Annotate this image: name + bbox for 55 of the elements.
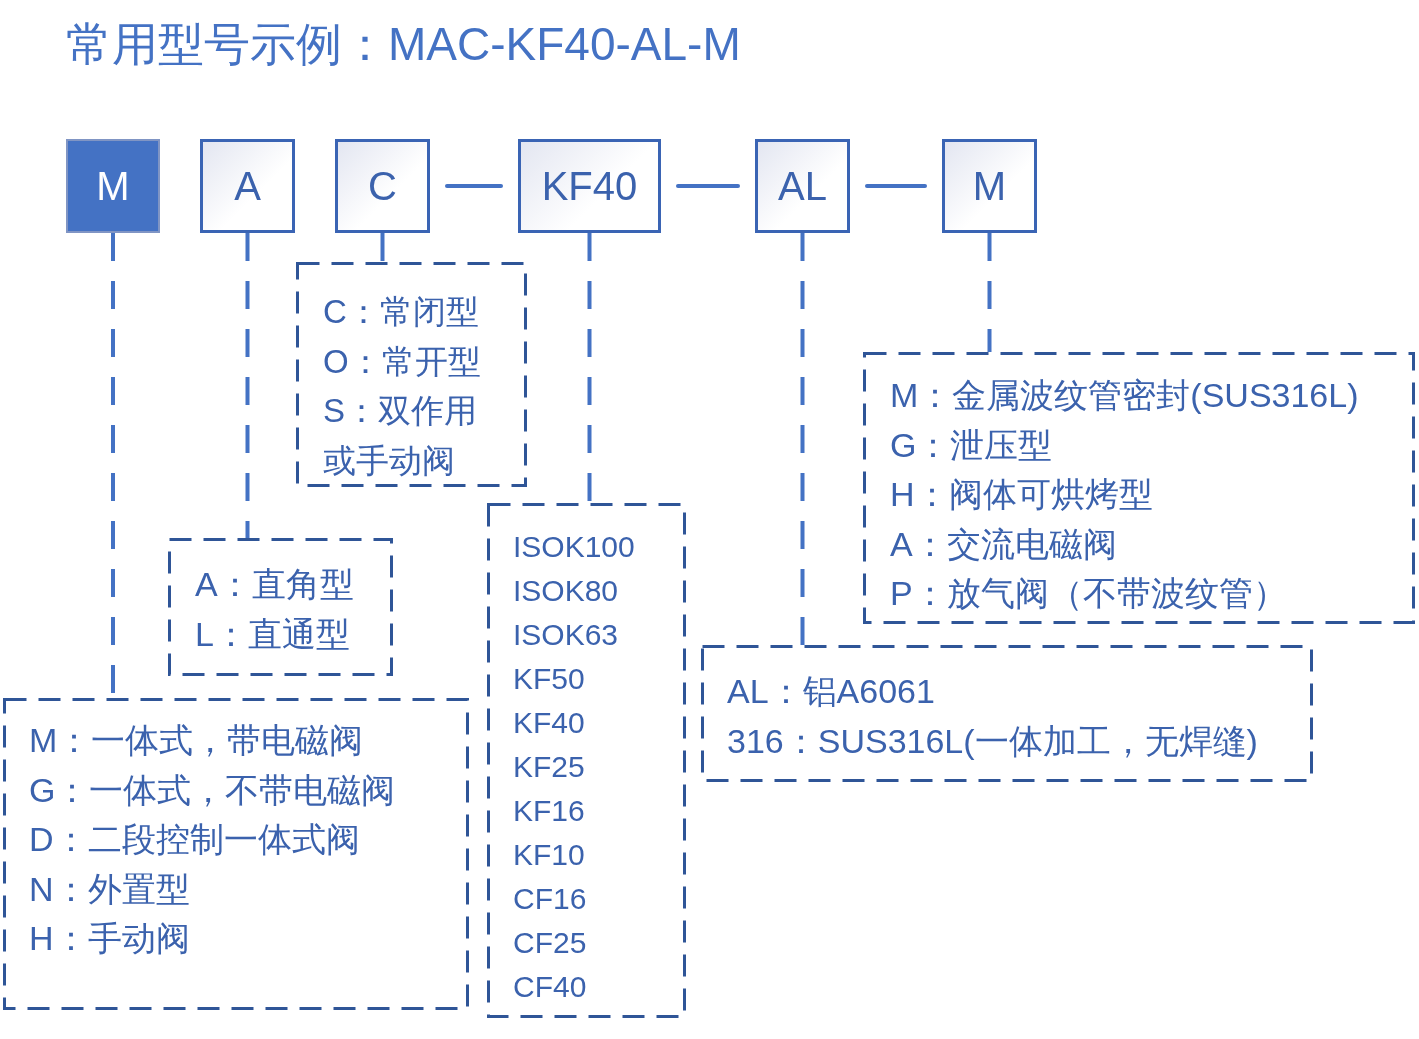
option-text: KF40 [513,705,585,741]
option-text: M：一体式，带电磁阀 [29,720,364,761]
option-text: 316：SUS316L(一体加工，无焊缝) [727,721,1258,762]
code-box [200,139,295,233]
leader-line [987,233,992,352]
option-text: AL：铝A6061 [727,671,935,712]
option-text: C：常闭型 [323,292,479,332]
option-text: S：双作用或手动阀 [323,391,478,481]
option-box [168,538,393,676]
code-text: M [972,163,1007,209]
option-text: H：阀体可烘烤型 [890,474,1153,515]
option-box [701,645,1313,782]
title: 常用型号示例：MAC-KF40-AL-M [66,17,741,72]
option-text: KF25 [513,749,585,785]
connector-line [865,184,927,188]
option-text: ISOK63 [513,617,619,653]
option-text: KF16 [513,793,585,829]
code-box [518,139,661,233]
connector-line [676,184,740,188]
option-text: ISOK80 [513,573,619,609]
code-text: A [234,163,261,209]
code-box [335,139,430,233]
option-box [863,352,1415,624]
code-text: M [96,163,130,209]
code-box [66,139,160,233]
option-text: G：泄压型 [890,424,1053,466]
option-text: CF16 [513,881,587,917]
code-text: KF40 [541,163,638,209]
option-text: A：交流电磁阀 [890,523,1117,565]
option-text: D：二段控制一体式阀 [29,819,360,860]
leader-line [800,233,805,645]
leader-line [380,233,385,262]
option-text: CF25 [513,925,587,961]
option-text: G：一体式，不带电磁阀 [29,769,396,811]
leader-line [245,233,250,538]
code-box [942,139,1037,233]
connector-line [445,184,503,188]
option-text: H：手动阀 [29,918,190,959]
option-text: N：外置型 [29,868,190,910]
code-text: AL [778,163,827,209]
option-text: ISOK100 [513,529,635,565]
option-text: L：直通型 [195,614,350,655]
option-text: M：金属波纹管密封(SUS316L) [890,375,1359,416]
code-box [755,139,850,233]
option-text: KF10 [513,837,585,873]
option-text: CF40 [513,969,587,1005]
option-box [3,698,469,1010]
option-box [487,503,686,1018]
option-text: O：常开型 [323,341,481,382]
leader-line [587,233,592,503]
option-text: P：放气阀（不带波纹管） [890,573,1287,614]
option-text: A：直角型 [195,564,354,605]
code-text: C [368,163,397,209]
option-text: KF50 [513,661,585,697]
option-box [296,262,527,487]
